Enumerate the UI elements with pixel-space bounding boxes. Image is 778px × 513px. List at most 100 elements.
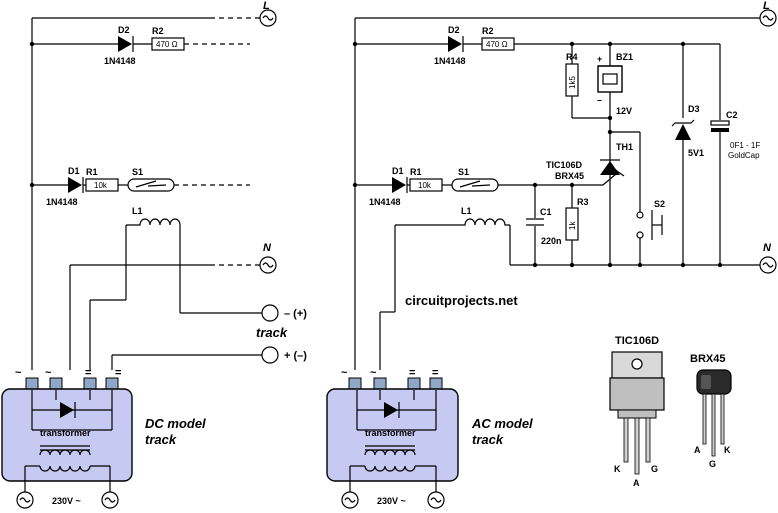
brx-highlight (701, 375, 711, 389)
junction-dot (532, 262, 538, 268)
right-transformer-primary-icon (364, 465, 416, 472)
tic-body (609, 377, 665, 411)
right-box-eq-symbol-1: = (409, 367, 415, 379)
brx-pin-a (702, 393, 707, 445)
right-bz1-plus: + (597, 54, 602, 64)
th1-gate-wire (602, 173, 617, 186)
right-d3-ref: D3 (688, 104, 700, 114)
right-d2-value: 1N4148 (434, 56, 466, 66)
right-d2-diode-icon (448, 36, 464, 52)
left-box-eq-symbol-1: = (85, 367, 91, 379)
ac-icon (344, 497, 356, 503)
junction-dot (680, 262, 686, 268)
brx-pin-g-label: G (709, 459, 716, 469)
brx45-package: BRX45 A G K (690, 353, 732, 469)
site-watermark: circuitprojects.net (405, 293, 518, 308)
left-track-label: track (256, 325, 288, 340)
ac-icon (104, 497, 116, 503)
left-neutral-ac-icon (262, 262, 274, 268)
right-d1-value: 1N4148 (369, 197, 401, 207)
right-c2-ref: C2 (726, 110, 738, 120)
right-neutral-label: N (763, 242, 772, 254)
ac-icon (430, 497, 442, 503)
s2-contact (636, 231, 644, 239)
left-s1-reed-switch-icon (127, 178, 175, 192)
left-r2-ref: R2 (152, 26, 164, 36)
left-transformer-box (1, 388, 133, 482)
right-circuit: L D2 1N4148 R2 470 Ω R4 1k5 (326, 0, 777, 509)
left-track-plus-label: + (–) (284, 350, 307, 362)
right-c2-capacitor-icon (710, 120, 730, 132)
right-box-diode-icon (384, 402, 400, 418)
left-box-pin (83, 377, 97, 391)
right-r1-ref: R1 (410, 167, 422, 177)
right-d1-ref: D1 (392, 166, 404, 176)
left-d2-diode-icon (118, 36, 134, 52)
left-live-ac-icon (262, 15, 274, 21)
s2-contact (636, 211, 644, 219)
left-l1-ref: L1 (132, 206, 143, 216)
right-c1-value: 220n (541, 236, 562, 246)
left-box-pin (25, 377, 39, 391)
left-d1-value: 1N4148 (46, 197, 78, 207)
right-th1-name: TIC106D (546, 160, 583, 170)
right-c1-capacitor-icon (526, 218, 544, 226)
left-l1-coil-icon (126, 218, 181, 226)
left-box-diode-icon (60, 402, 76, 418)
right-s2-ref: S2 (654, 199, 665, 209)
right-th1-alt: BRX45 (555, 171, 584, 181)
left-box-eq-symbol-2: = (115, 367, 121, 379)
junction-dot (569, 262, 575, 268)
brx-pin-k-label: K (724, 445, 731, 455)
left-d2-value: 1N4148 (104, 56, 136, 66)
right-box-pin (373, 377, 387, 391)
left-box-ac-symbol-2: ~ (45, 367, 52, 379)
tic-body-base (617, 409, 657, 419)
tic-pin-k-label: K (614, 464, 621, 474)
right-r2-ref: R2 (482, 26, 494, 36)
tic-pin-g-label: G (651, 464, 658, 474)
left-r1-ref: R1 (86, 167, 98, 177)
ac-icon (19, 497, 31, 503)
left-r2-value: 470 Ω (156, 40, 178, 49)
right-box-eq-symbol-2: = (432, 367, 438, 379)
brx-pin-a-label: A (694, 445, 701, 455)
right-c2-value: 0F1 - 1F (730, 141, 760, 150)
left-track-plus-terminal (261, 346, 279, 364)
brx-package-name: BRX45 (690, 353, 725, 365)
right-box-label: transformer (365, 428, 416, 438)
left-box-ac-symbol-1: ~ (15, 367, 22, 379)
tic-package-name: TIC106D (615, 335, 659, 347)
tic-pin-a-label: A (633, 478, 640, 488)
left-caption-line1: DC model (145, 416, 206, 431)
left-s1-ref: S1 (132, 167, 143, 177)
right-c2-note: GoldCap (728, 151, 760, 160)
tic-pin-k (623, 417, 629, 463)
junction-dot (607, 262, 613, 268)
left-live-label: L (263, 0, 270, 12)
right-d3-zener-icon (671, 119, 695, 140)
right-s1-ref: S1 (458, 167, 469, 177)
right-box-ac-symbol-1: ~ (341, 367, 348, 379)
right-d3-value: 5V1 (688, 148, 704, 158)
right-r4-ref: R4 (566, 52, 578, 62)
left-transformer-primary-icon (39, 465, 91, 472)
right-s1-reed-switch-icon (451, 178, 499, 192)
right-supply-label: 230V ~ (377, 496, 406, 506)
right-caption-line2: track (472, 432, 504, 447)
right-th1-ref: TH1 (616, 142, 633, 152)
right-r3-ref: R3 (577, 197, 589, 207)
left-circuit: L D2 1N4148 R2 470 Ω D1 (1, 0, 307, 509)
right-th1-thyristor-icon (600, 159, 625, 177)
right-neutral-ac-icon (762, 262, 774, 268)
right-bz1-minus: – (597, 95, 602, 105)
left-box-pin (105, 377, 119, 391)
right-box-pin (407, 377, 421, 391)
right-l1-ref: L1 (461, 206, 472, 216)
left-r1-value: 10k (94, 181, 108, 190)
right-transformer-box (326, 388, 459, 482)
left-track-minus-label: – (+) (284, 308, 307, 320)
right-d2-ref: D2 (448, 25, 460, 35)
brx-pin-k (720, 393, 725, 445)
